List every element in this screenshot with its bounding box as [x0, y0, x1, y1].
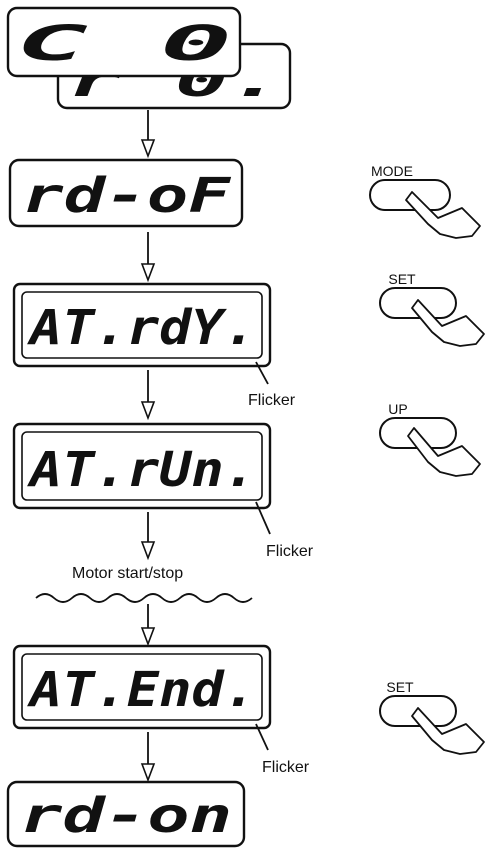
display-rd-off-text: rd-oF	[22, 168, 232, 224]
display-at-end: AT.End. Flicker	[12, 644, 310, 776]
flow-arrow	[140, 232, 156, 283]
mode-key-label: MODE	[371, 163, 413, 179]
up-key-label: UP	[388, 401, 407, 417]
pressing-hand-icon	[411, 707, 485, 755]
pressing-hand-icon	[405, 191, 481, 239]
set-key-label: SET	[388, 271, 416, 287]
up-key-press: UP	[379, 401, 481, 477]
set-key-label: SET	[386, 679, 414, 695]
flicker-note: Flicker	[262, 759, 310, 776]
flow-arrow	[140, 512, 156, 561]
display-at-end-text: AT.End.	[27, 662, 256, 718]
initial-display-front-text: C 0	[16, 16, 232, 72]
display-rd-on-text: rd-on	[20, 788, 232, 844]
motor-start-stop-label: Motor start/stop	[72, 565, 183, 582]
pressing-hand-icon	[407, 427, 481, 477]
set-key-press: SET	[379, 271, 485, 347]
display-at-rdy-text: AT.rdY.	[27, 300, 256, 356]
display-rd-off: rd-oF	[8, 158, 244, 228]
display-at-rdy: AT.rdY. Flicker	[12, 282, 296, 409]
flow-arrow	[140, 110, 156, 159]
display-at-run: AT.rUn. Flicker	[12, 422, 314, 560]
wavy-line	[35, 593, 253, 603]
flow-arrow	[140, 604, 156, 647]
mode-key-press: MODE	[369, 163, 481, 239]
display-at-run-text: AT.rUn.	[27, 442, 256, 498]
set-key-press: SET	[379, 679, 485, 755]
flicker-note: Flicker	[248, 392, 296, 409]
flow-arrow	[140, 370, 156, 421]
display-rd-on: rd-on	[6, 780, 246, 848]
flow-arrow	[140, 732, 156, 783]
flicker-note: Flicker	[266, 543, 314, 560]
pressing-hand-icon	[411, 299, 485, 347]
initial-display-front: C 0	[6, 6, 242, 78]
